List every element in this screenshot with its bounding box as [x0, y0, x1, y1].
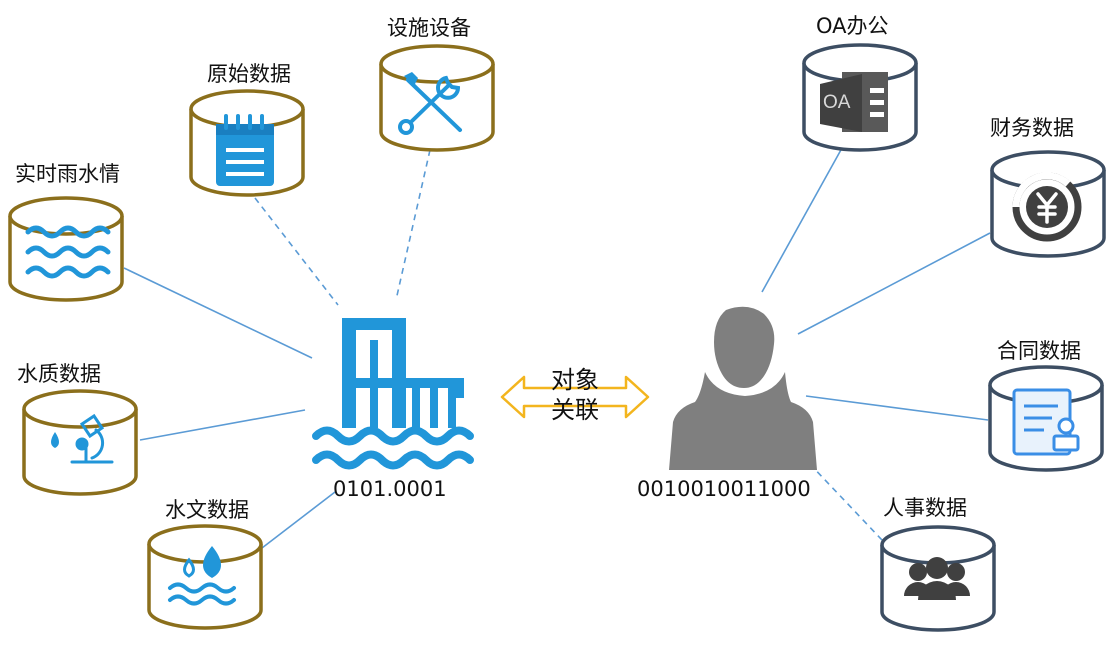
association-label: 对象 关联: [535, 365, 615, 425]
label-hydrology: 水文数据: [165, 498, 249, 522]
connector-oa: [761, 147, 843, 293]
connector-finance: [797, 232, 991, 335]
association-arrow: [500, 375, 650, 419]
cylinder-rain: [8, 196, 124, 302]
person-icon: [669, 306, 817, 470]
connector-hydro: [261, 491, 336, 549]
association-label-line2: 关联: [551, 396, 599, 424]
label-oa: OA办公: [816, 14, 889, 38]
left-object-code: 0101.0001: [333, 477, 447, 501]
label-hr: 人事数据: [883, 496, 967, 520]
connector-hr: [807, 461, 883, 541]
wrench-screwdriver-icon: [398, 72, 462, 135]
connector-facility: [395, 149, 431, 301]
connector-rain: [123, 267, 313, 359]
label-facility: 设施设备: [387, 16, 471, 40]
label-contract: 合同数据: [997, 339, 1081, 363]
water-waves-icon: [25, 225, 111, 279]
microscope-icon: [51, 413, 114, 464]
facility-waves-icon: [312, 426, 474, 470]
association-label-line1: 对象: [551, 366, 599, 394]
right-object-code: 0010010011000: [637, 477, 811, 501]
notebook-icon: [216, 114, 274, 186]
people-group-icon: [904, 557, 970, 600]
label-finance: 财务数据: [990, 116, 1074, 140]
oa-office-icon: OA: [820, 72, 888, 132]
contract-document-icon: [1012, 388, 1080, 456]
connector-contract: [805, 395, 989, 421]
water-drop-icon: [168, 546, 236, 606]
svg-text:OA: OA: [823, 92, 851, 113]
connector-raw: [254, 197, 339, 306]
label-raw-data: 原始数据: [207, 62, 291, 86]
yen-coin-icon: [1012, 172, 1082, 242]
connector-quality: [139, 409, 306, 441]
label-realtime-rain: 实时雨水情: [15, 162, 120, 186]
cylinder-hydro: [147, 524, 263, 630]
cylinder-quality: [22, 389, 138, 496]
label-water-quality: 水质数据: [17, 362, 101, 386]
water-facility-icon: [342, 318, 464, 428]
